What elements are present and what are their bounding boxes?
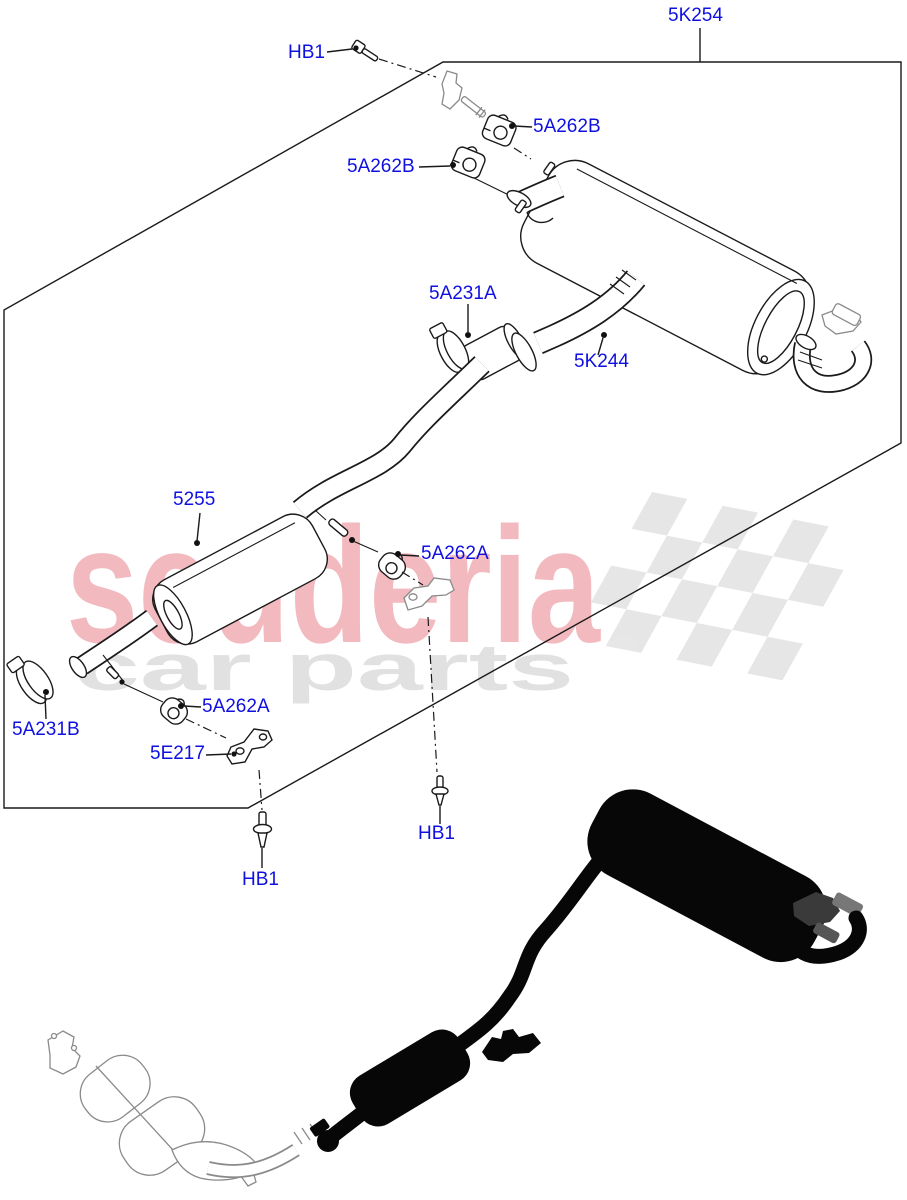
part-label-5A262B-upper[interactable]: 5A262B: [533, 116, 601, 137]
silhouette-mid-pipe: [447, 850, 610, 1056]
assembly-boundary: [3, 61, 902, 809]
part-label-5255[interactable]: 5255: [173, 489, 216, 510]
part-label-5E217[interactable]: 5E217: [150, 743, 205, 764]
part-label-HB1-bottom-right[interactable]: HB1: [418, 823, 455, 844]
part-label-HB1-top[interactable]: HB1: [288, 42, 325, 63]
clamp-5a262b-upper: [481, 114, 517, 147]
clamp-5a231b-drawing: [6, 655, 54, 705]
part-label-5K244[interactable]: 5K244: [574, 351, 629, 372]
mount-bracket-top: [441, 70, 487, 118]
silhouette-tailpipe: [784, 892, 867, 964]
clamp-5a231a-drawing: [429, 304, 537, 381]
part-label-5A262B-lower[interactable]: 5A262B: [347, 156, 415, 177]
part-label-HB1-bottom-center[interactable]: HB1: [242, 869, 279, 890]
part-label-5A262A-left[interactable]: 5A262A: [202, 696, 270, 717]
exploded-view: [3, 28, 902, 868]
centre-silencer-drawing: [68, 509, 379, 703]
part-label-5A231A[interactable]: 5A231A: [429, 283, 497, 304]
overview-silhouette: [47, 789, 867, 1187]
part-label-5A262A-right[interactable]: 5A262A: [421, 543, 489, 564]
tailpipe-drawing: [792, 303, 873, 393]
bolt-hb1-top: [326, 39, 437, 78]
silhouette-rear-silencer: [587, 789, 827, 963]
part-label-5K254[interactable]: 5K254: [668, 5, 723, 26]
bolt-hb1-bottom-center: [252, 811, 273, 868]
bracket-5e217-drawing: [205, 728, 273, 811]
silhouette-centre-silencer: [349, 1029, 471, 1127]
pipe-5k244-drawing: [533, 269, 646, 356]
bolt-hb1-bottom-right: [431, 775, 449, 824]
checkered-flag-watermark: [590, 492, 844, 681]
catalytic-converter-outline: [47, 1030, 319, 1187]
clamp-5a262b-lower: [450, 146, 486, 179]
hanger-5a262a-right: [377, 551, 455, 773]
silhouette-hanger-bracket: [482, 1029, 541, 1062]
rear-silencer-drawing: [506, 159, 873, 393]
part-label-5A231B[interactable]: 5A231B: [12, 719, 80, 740]
watermark-tagline-text: car parts: [74, 630, 574, 704]
